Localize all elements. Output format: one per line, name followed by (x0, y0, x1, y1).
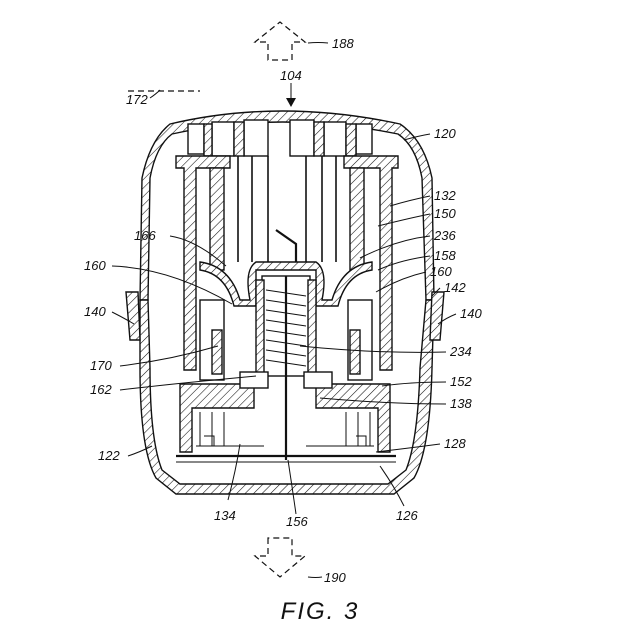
ref-234: 234 (449, 344, 472, 359)
ref-160-left: 160 (84, 258, 106, 273)
side-collar-right (430, 292, 444, 340)
central-column (238, 156, 336, 262)
ref-140-right: 140 (460, 306, 482, 321)
ref-122: 122 (98, 448, 120, 463)
ref-142: 142 (444, 280, 466, 295)
ref-126: 126 (396, 508, 418, 523)
ref-132: 132 (434, 188, 456, 203)
ref-188: 188 (332, 36, 354, 51)
arrow-104 (286, 83, 296, 107)
downward-dashed-arrow (255, 538, 305, 577)
figure-caption: FIG. 3 (0, 598, 640, 626)
ref-120: 120 (434, 126, 456, 141)
ref-104: 104 (280, 68, 302, 83)
top-cap-vents (188, 120, 372, 156)
spring-assembly (256, 276, 316, 460)
ref-128: 128 (444, 436, 466, 451)
ref-134: 134 (214, 508, 236, 523)
upward-dashed-arrow (255, 22, 305, 60)
ref-150: 150 (434, 206, 456, 221)
ref-236: 236 (433, 228, 456, 243)
ref-156: 156 (286, 514, 308, 529)
ref-152: 152 (450, 374, 472, 389)
ref-166: 166 (134, 228, 156, 243)
ref-138: 138 (450, 396, 472, 411)
ref-170: 170 (90, 358, 112, 373)
ref-190: 190 (324, 570, 346, 585)
ref-158: 158 (434, 248, 456, 263)
ref-162: 162 (90, 382, 112, 397)
ref-140-left: 140 (84, 304, 106, 319)
ref-160-right: 160 (430, 264, 452, 279)
side-collar-left (126, 292, 140, 340)
ref-172: 172 (126, 92, 148, 107)
